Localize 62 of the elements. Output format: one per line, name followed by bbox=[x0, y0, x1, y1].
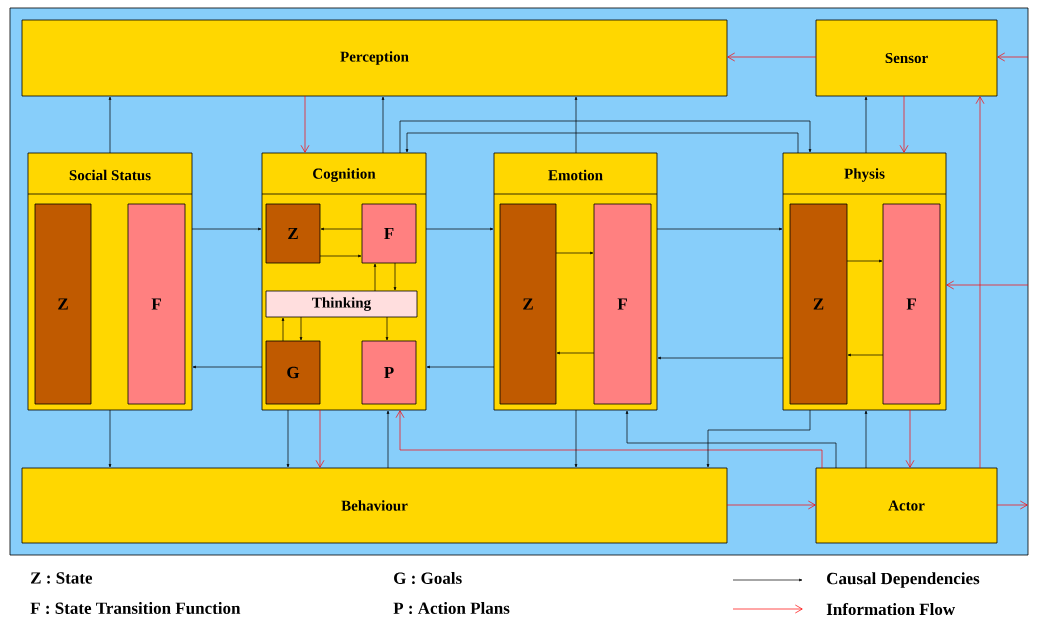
arrow bbox=[905, 409, 915, 468]
arrow bbox=[574, 96, 578, 154]
arrow bbox=[300, 95, 310, 153]
arrow bbox=[405, 132, 799, 154]
arrow bbox=[192, 365, 263, 369]
arrow bbox=[281, 317, 285, 342]
process-box: Behaviour bbox=[21, 467, 728, 544]
arrow bbox=[191, 227, 262, 231]
arrow bbox=[847, 353, 884, 357]
process-box: Sensor bbox=[815, 19, 998, 97]
arrow bbox=[727, 52, 817, 62]
legend-text: Information Flow bbox=[826, 602, 956, 616]
arrow bbox=[656, 227, 783, 231]
arrow bbox=[864, 96, 868, 154]
key-text: P : Action Plans bbox=[393, 602, 510, 614]
arrow bbox=[556, 351, 595, 355]
process-box: Perception bbox=[21, 19, 728, 97]
arrow bbox=[373, 263, 377, 292]
arrow bbox=[320, 227, 363, 231]
thinking-box: Thinking bbox=[265, 290, 418, 318]
state-box: Z bbox=[34, 203, 92, 405]
arrow bbox=[393, 262, 397, 291]
function-box: F bbox=[882, 203, 941, 405]
arrow bbox=[385, 316, 389, 341]
function-box: F bbox=[361, 203, 417, 264]
arrow bbox=[555, 251, 594, 255]
arrow bbox=[299, 316, 303, 341]
state-box: Z bbox=[499, 203, 557, 405]
arrow bbox=[399, 120, 812, 154]
arrow bbox=[381, 96, 385, 154]
plans-box: P bbox=[361, 340, 417, 405]
key-text: G : Goals bbox=[394, 572, 462, 584]
arrow bbox=[574, 409, 578, 468]
key-text: F : State Transition Function bbox=[30, 602, 241, 614]
arrow bbox=[864, 410, 868, 469]
arrow bbox=[625, 410, 837, 469]
arrow bbox=[997, 52, 1029, 62]
key-text: Z : State bbox=[31, 572, 93, 584]
arrow bbox=[657, 356, 784, 360]
state-box: Z bbox=[265, 203, 321, 264]
arrow bbox=[395, 410, 823, 469]
arrow bbox=[996, 500, 1028, 510]
state-box: Z bbox=[789, 203, 848, 405]
arrow bbox=[286, 409, 290, 468]
process-box: Actor bbox=[815, 467, 998, 544]
arrow bbox=[108, 96, 112, 154]
arrow bbox=[386, 410, 390, 469]
arrow bbox=[726, 500, 816, 510]
arrow bbox=[946, 280, 1029, 290]
arrow bbox=[899, 95, 909, 153]
arrow bbox=[319, 254, 362, 258]
legend-text: Causal Dependencies bbox=[827, 572, 980, 588]
arrow bbox=[706, 409, 811, 468]
arrow bbox=[975, 96, 985, 469]
arrow bbox=[108, 409, 112, 468]
function-box: F bbox=[127, 203, 186, 405]
arrow bbox=[846, 259, 883, 263]
arrow bbox=[425, 227, 494, 231]
function-box: F bbox=[593, 203, 652, 405]
arrow bbox=[426, 365, 495, 369]
arrow bbox=[315, 409, 325, 468]
goals-box: G bbox=[265, 340, 321, 405]
